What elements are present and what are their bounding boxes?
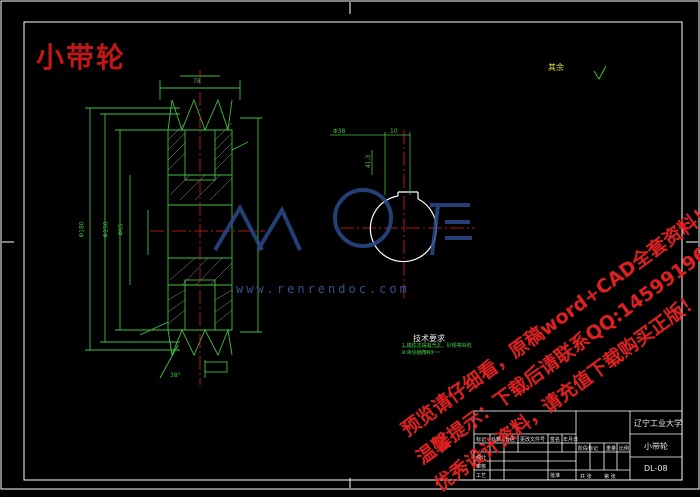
- title-block-row-label-sign: 签名: [550, 437, 561, 443]
- title-block-sheet-no: 第 张: [604, 474, 616, 480]
- title-block-role-review: 审核: [476, 464, 487, 470]
- title-block-row-label-count: 处数: [491, 437, 502, 443]
- title-block-part-name: 小带轮: [644, 442, 668, 451]
- dim-keyway-depth: 41.3: [365, 154, 373, 169]
- title-block-weight-label: 重量: [606, 446, 617, 452]
- tech-req-title: 技术要求: [413, 334, 445, 343]
- dim-width: 78: [193, 78, 201, 85]
- watermark-url: www.renrendoc.com: [236, 282, 410, 296]
- dim-bore-top: Φ38: [333, 128, 346, 135]
- bore-dimensions: [330, 132, 411, 195]
- title-block-row-label-change: 更改文件号: [520, 437, 546, 443]
- title-block-stage-label: 阶段标记: [578, 446, 599, 452]
- title-block-drawing-no: DL-08: [644, 464, 668, 473]
- watermark-logo: [213, 188, 472, 256]
- roughness-symbol: [593, 65, 607, 80]
- pulley-section-view: [85, 75, 262, 379]
- title-block-row-label-zone: 分区: [505, 437, 516, 443]
- title-block-university: 辽宁工业大学: [634, 419, 682, 428]
- tech-req-item-1: 1.铸件不得有气孔、砂眼等缺陷: [402, 343, 472, 349]
- drawing-title: 小带轮: [36, 41, 127, 74]
- dim-outer-diameter: Φ180: [78, 221, 86, 238]
- dim-keyway-width: 10: [390, 128, 398, 135]
- title-block-role-design: 设计: [476, 455, 487, 461]
- title-block-sheets: 共 张: [580, 474, 592, 480]
- centerlines: [150, 70, 475, 385]
- title-block: [473, 410, 683, 481]
- roughness-label: 其余: [548, 63, 564, 72]
- title-block-scale-label: 比例: [619, 446, 630, 452]
- dim-angle: 38°: [170, 372, 181, 379]
- title-block-role-approve: 批准: [550, 473, 561, 479]
- dim-mid-diameter: Φ150: [102, 221, 110, 238]
- tech-notes-lines: [402, 346, 440, 353]
- title-block-row-label-date: 年月日: [563, 437, 579, 443]
- tech-req-item-2: 2.未注圆角R3: [402, 350, 434, 356]
- dim-inner-diameter: Φ65: [117, 223, 125, 236]
- title-block-row-label-mark: 标记: [476, 437, 487, 443]
- bore-side-view: [369, 191, 437, 263]
- title-block-role-process: 工艺: [476, 473, 487, 479]
